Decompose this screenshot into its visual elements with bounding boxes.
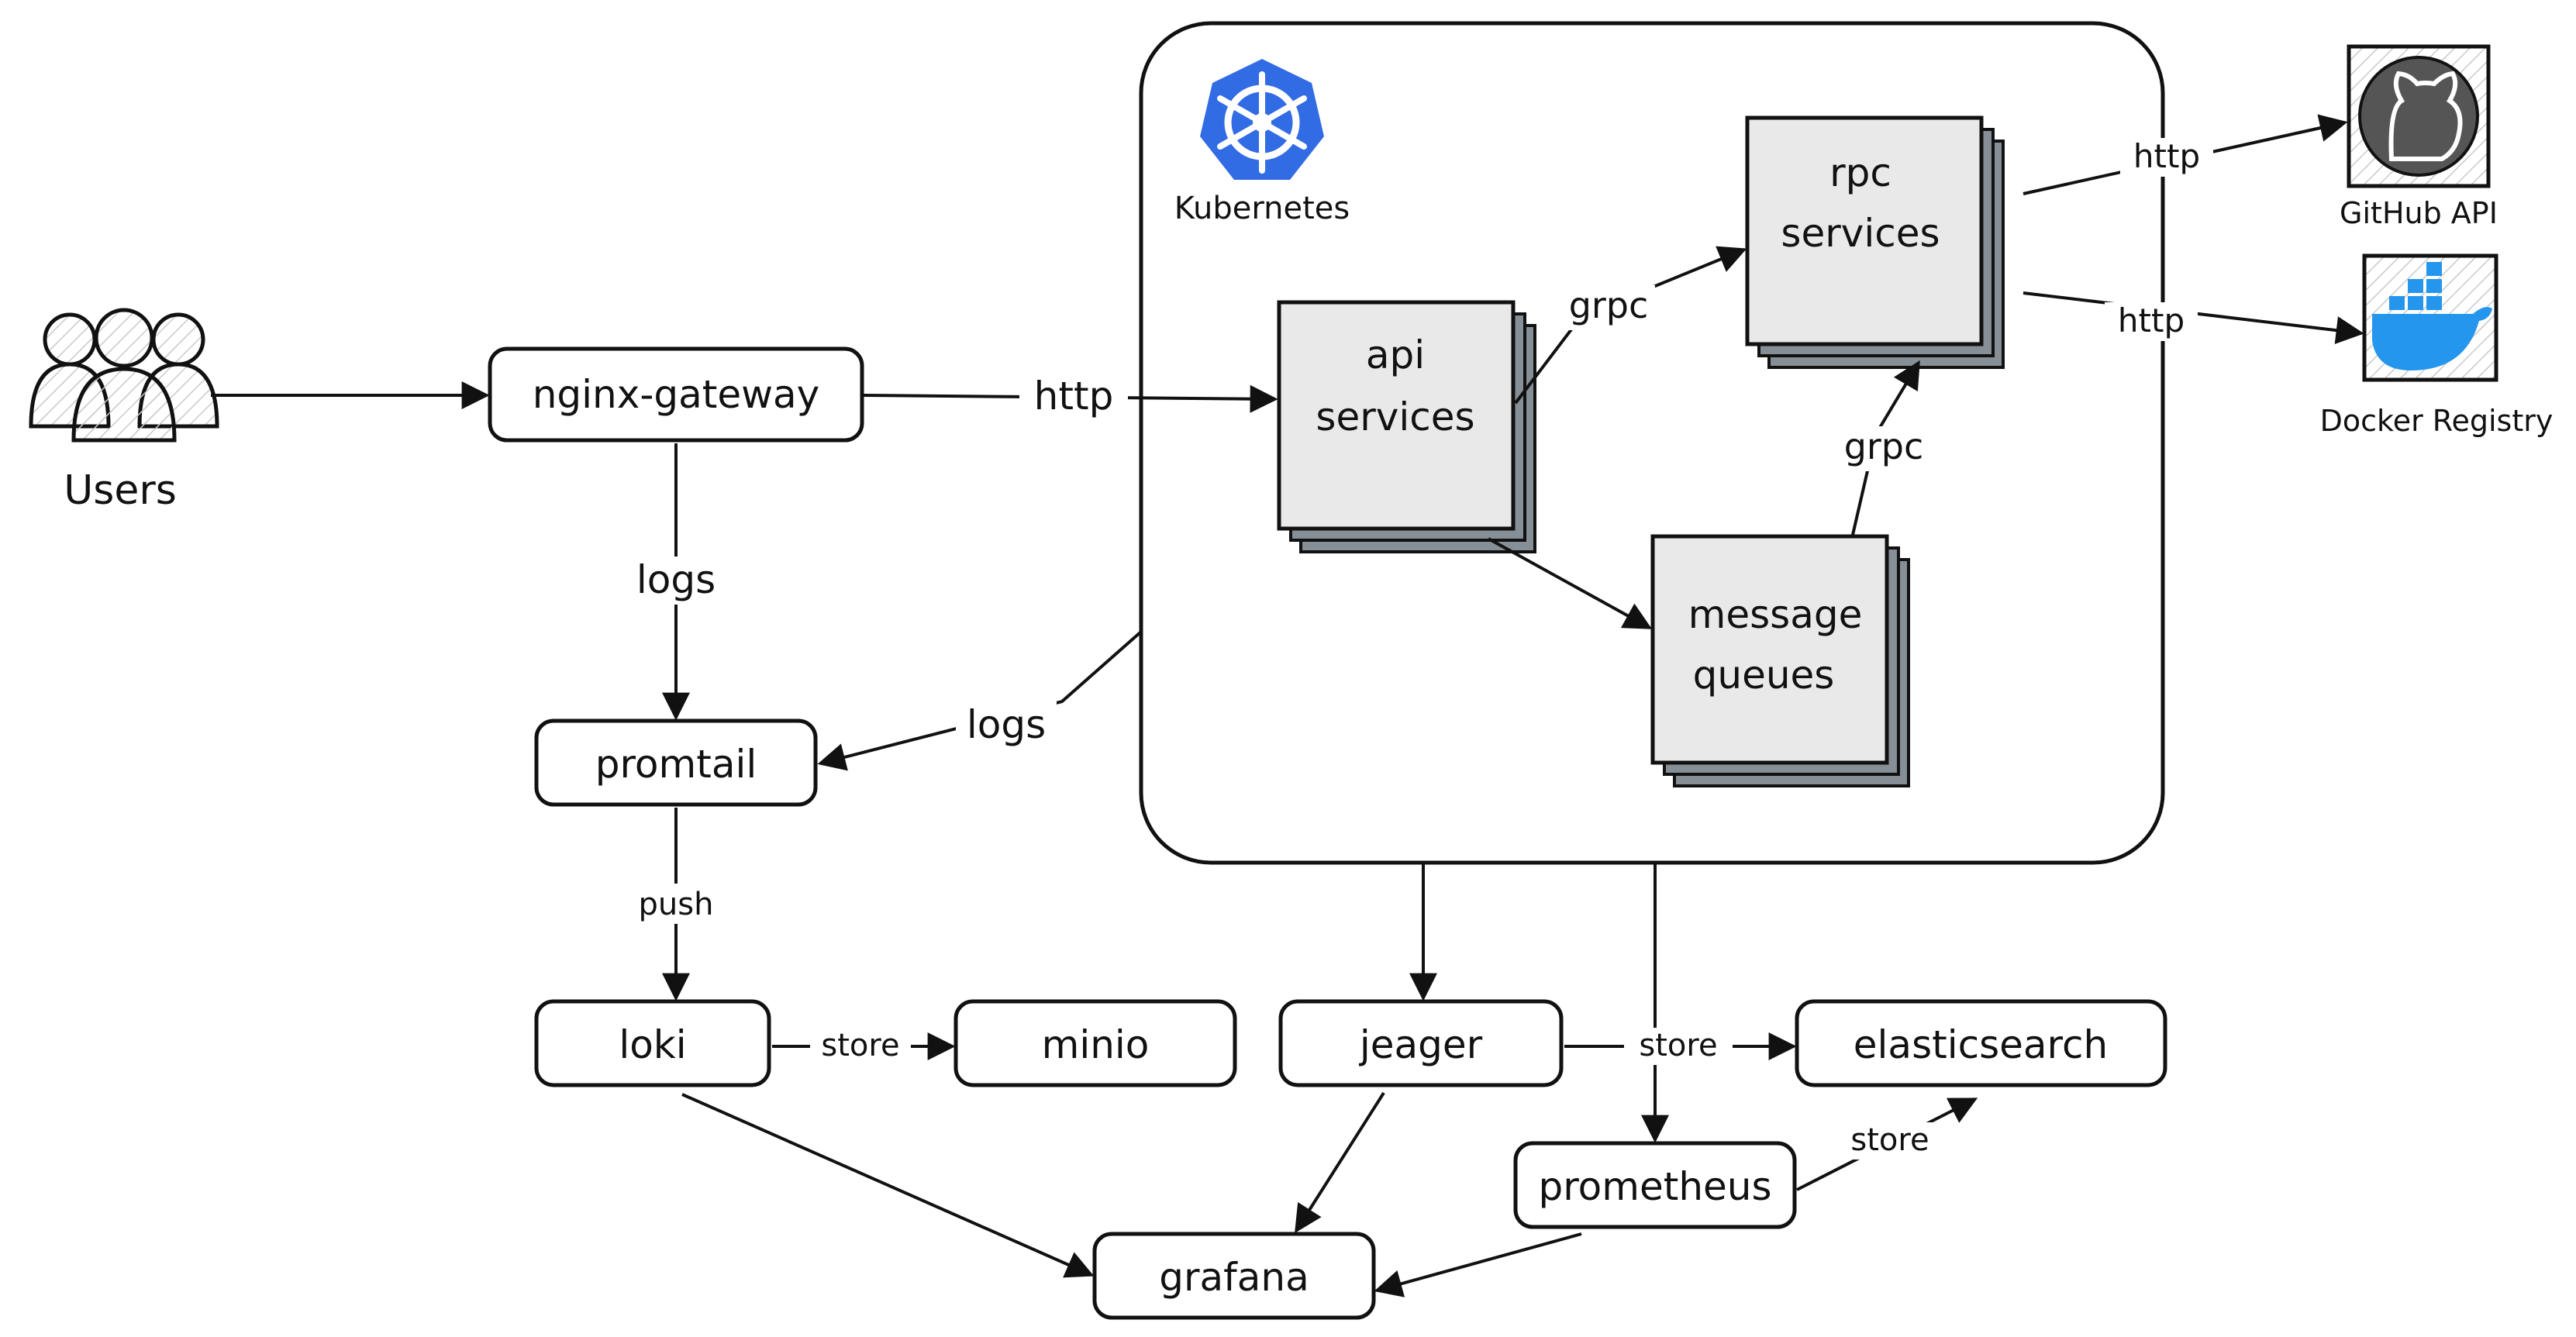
kubernetes-icon bbox=[1200, 59, 1324, 180]
svg-text:services: services bbox=[1316, 395, 1474, 439]
minio-node[interactable]: minio bbox=[953, 999, 1237, 1087]
edge-loki-grafana bbox=[681, 1093, 1095, 1278]
edge-label-http-nginx-api: http bbox=[1034, 374, 1114, 419]
edge-prometheus-grafana bbox=[1374, 1232, 1582, 1297]
api-services-node[interactable]: api services bbox=[1277, 300, 1536, 553]
edge-jeager-grafana bbox=[1295, 1091, 1385, 1234]
svg-text:promtail: promtail bbox=[595, 742, 757, 787]
rpc-services-node[interactable]: rpc services bbox=[1745, 115, 2005, 369]
docker-icon bbox=[2362, 253, 2498, 382]
edge-k8s-promtail bbox=[817, 630, 1143, 771]
users-icon bbox=[29, 308, 219, 443]
svg-text:elasticsearch: elasticsearch bbox=[1854, 1022, 2108, 1067]
edge-label-store-loki-minio: store bbox=[821, 1028, 899, 1063]
jeager-node[interactable]: jeager bbox=[1278, 999, 1564, 1087]
svg-text:message: message bbox=[1688, 592, 1863, 637]
kubernetes-cluster-boundary bbox=[1139, 21, 2165, 865]
edge-label-http-github: http bbox=[2133, 137, 2200, 175]
github-label: GitHub API bbox=[2340, 196, 2498, 230]
edge-label-grpc-api-rpc: grpc bbox=[1569, 284, 1649, 326]
edge-label-store-prometheus-es: store bbox=[1850, 1122, 1929, 1158]
svg-text:queues: queues bbox=[1693, 653, 1835, 698]
edge-labels: http logs logs push store store store gr… bbox=[629, 137, 2213, 1160]
kubernetes-label: Kubernetes bbox=[1174, 191, 1350, 226]
svg-text:prometheus: prometheus bbox=[1538, 1164, 1771, 1209]
loki-node[interactable]: loki bbox=[534, 999, 771, 1087]
message-queues-node[interactable]: message queues bbox=[1650, 534, 1910, 787]
svg-text:grafana: grafana bbox=[1159, 1255, 1309, 1300]
edge-label-logs-k8s: logs bbox=[967, 702, 1046, 747]
edge-label-store-jeager-es: store bbox=[1639, 1028, 1717, 1063]
edge-label-http-docker: http bbox=[2118, 302, 2185, 339]
grafana-node[interactable]: grafana bbox=[1092, 1232, 1376, 1320]
docker-registry-label: Docker Registry bbox=[2320, 404, 2554, 438]
github-icon bbox=[2347, 44, 2491, 188]
svg-text:rpc: rpc bbox=[1829, 150, 1891, 195]
edge-label-logs-nginx: logs bbox=[636, 557, 716, 602]
svg-text:jeager: jeager bbox=[1359, 1022, 1483, 1067]
edge-api-mq bbox=[1488, 537, 1653, 629]
svg-text:api: api bbox=[1366, 333, 1425, 377]
svg-text:loki: loki bbox=[619, 1022, 686, 1067]
svg-text:nginx-gateway: nginx-gateway bbox=[533, 372, 820, 417]
elasticsearch-node[interactable]: elasticsearch bbox=[1795, 999, 2167, 1087]
edge-label-grpc-mq-rpc: grpc bbox=[1844, 426, 1924, 467]
users-label: Users bbox=[64, 467, 177, 514]
svg-text:services: services bbox=[1781, 211, 1940, 256]
promtail-node[interactable]: promtail bbox=[534, 718, 818, 807]
svg-text:minio: minio bbox=[1042, 1022, 1150, 1067]
edge-label-push: push bbox=[639, 887, 714, 922]
nginx-gateway-node[interactable]: nginx-gateway bbox=[488, 346, 864, 443]
prometheus-node[interactable]: prometheus bbox=[1513, 1141, 1797, 1229]
